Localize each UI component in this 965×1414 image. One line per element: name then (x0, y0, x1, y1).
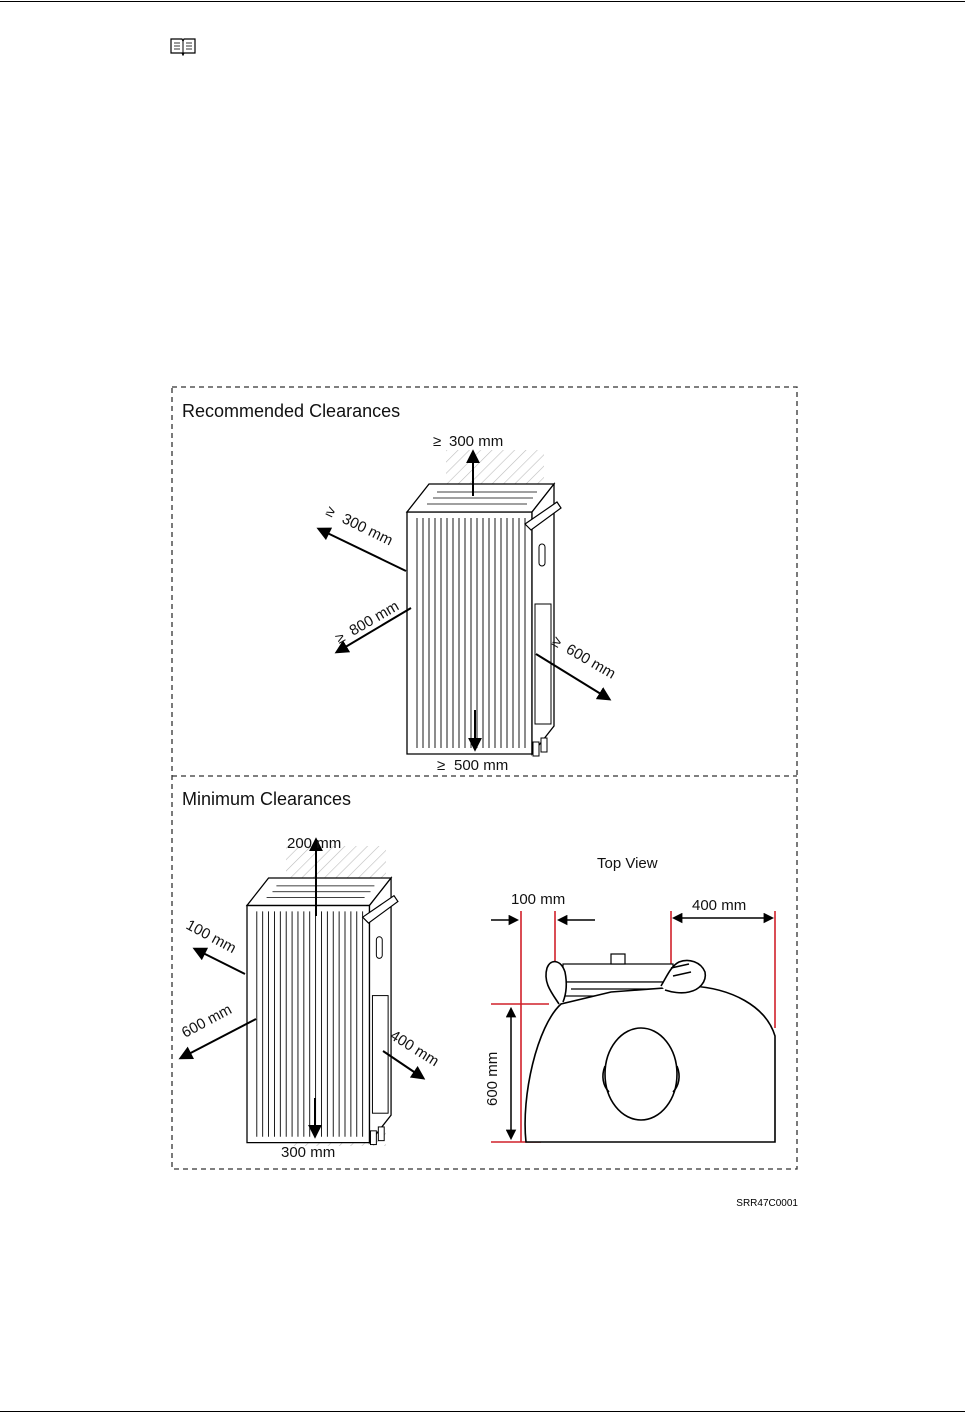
footer-rule (0, 1411, 965, 1412)
rec-top-symbol: ≥ (433, 433, 441, 450)
top-view-left-gap: 100 mm (511, 891, 565, 908)
top-view-title: Top View (597, 855, 658, 872)
rec-front-left-symbol: ≥ (333, 629, 349, 648)
top-view-depth: 600 mm (484, 1052, 501, 1106)
header-rule (0, 1, 965, 2)
minimum-title: Minimum Clearances (182, 789, 351, 809)
clearance-figure: Recommended Clearances ≥ 300 mm ≥ 300 mm… (171, 386, 798, 1170)
open-book-icon (170, 36, 196, 56)
rec-back-left-symbol: ≥ (323, 502, 338, 521)
unit-drawing (407, 484, 561, 756)
min-bottom-label: 300 mm (281, 1144, 335, 1161)
rec-bottom-label: 500 mm (454, 757, 508, 774)
min-front-right-label: 400 mm (387, 1027, 442, 1070)
recommended-title: Recommended Clearances (182, 401, 400, 421)
figure-id: SRR47C0001 (690, 1198, 798, 1209)
min-top-label: 200 mm (287, 835, 341, 852)
rec-top-label: 300 mm (449, 433, 503, 450)
top-view-right-gap: 400 mm (692, 897, 746, 914)
min-unit-drawing (247, 878, 398, 1145)
min-back-left-label: 100 mm (183, 917, 239, 957)
clearance-diagram: Recommended Clearances ≥ 300 mm ≥ 300 mm… (171, 386, 798, 1170)
rec-bottom-symbol: ≥ (437, 757, 445, 774)
